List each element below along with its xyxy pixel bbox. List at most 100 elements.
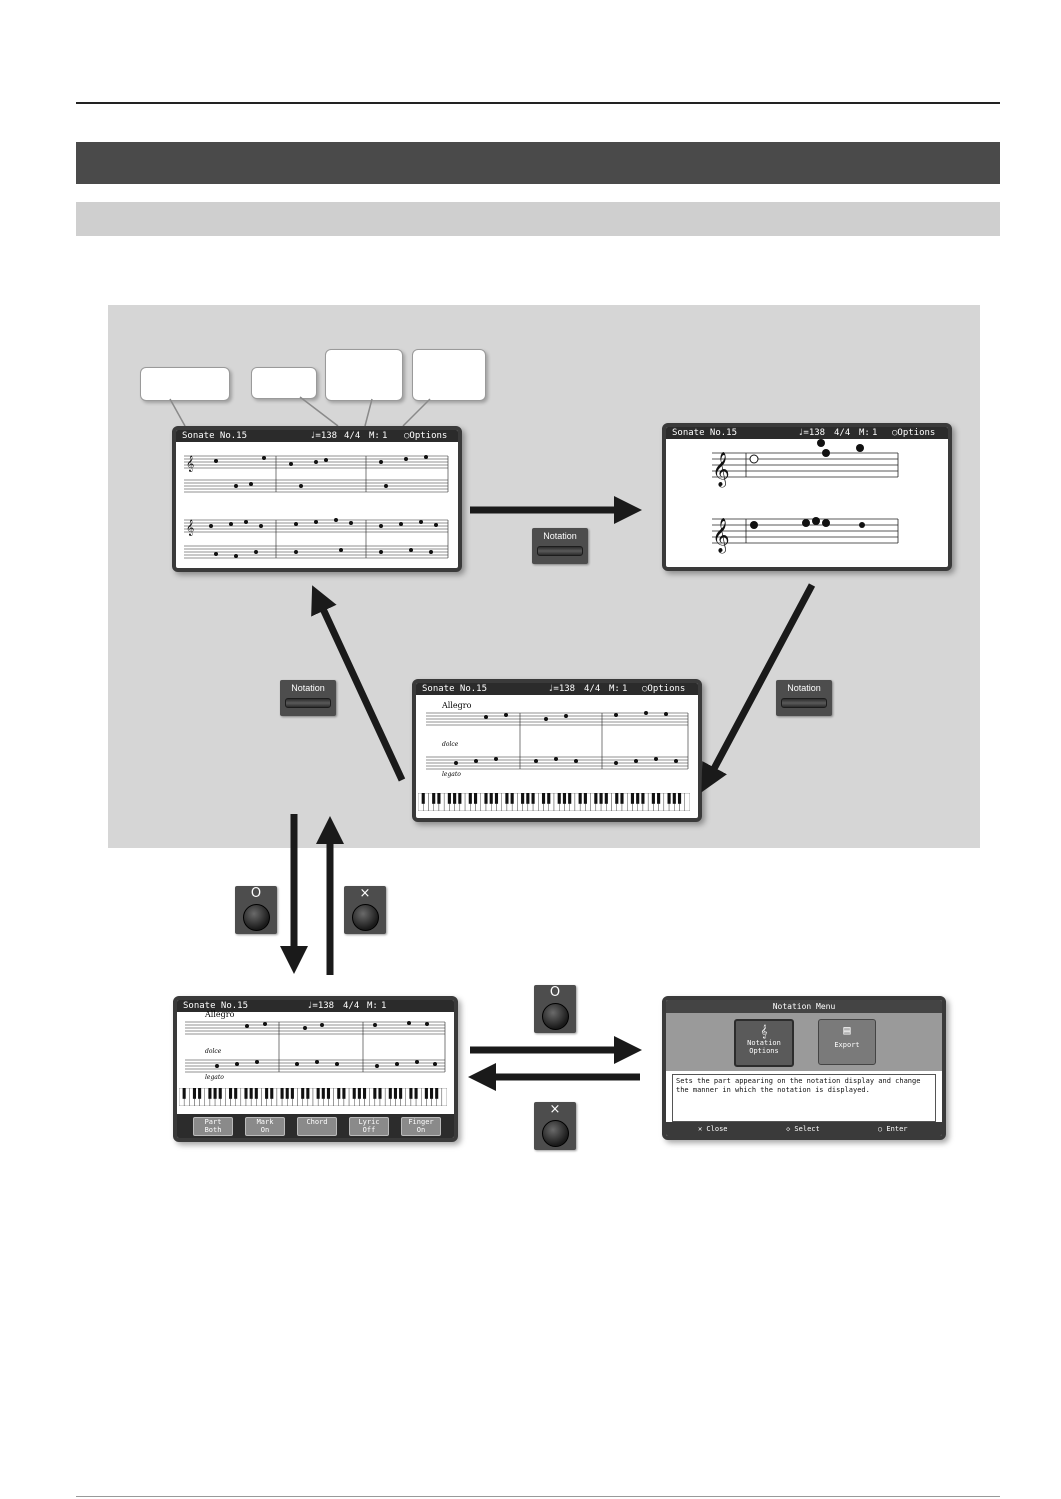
button-knob xyxy=(542,1003,569,1030)
measure-label: M: xyxy=(369,431,380,441)
black-key xyxy=(234,1088,238,1099)
button-knob xyxy=(542,1120,569,1147)
expression-marking: legato xyxy=(442,771,461,778)
options-label: Options xyxy=(409,431,448,441)
time-signature-readout: 4/4 xyxy=(343,1001,360,1011)
black-key xyxy=(414,1088,418,1099)
black-key xyxy=(657,793,661,804)
black-key xyxy=(388,1088,392,1099)
black-key xyxy=(213,1088,217,1099)
black-key xyxy=(373,1088,377,1099)
subsection-title-bar xyxy=(76,202,1000,236)
black-key xyxy=(362,1088,367,1099)
black-key xyxy=(306,1088,310,1099)
black-key xyxy=(429,1088,434,1099)
black-key xyxy=(521,793,525,804)
tab-chord[interactable]: Chord xyxy=(297,1117,337,1136)
black-key xyxy=(458,793,462,804)
black-key xyxy=(421,793,425,804)
notation-screen-grand-staff: Sonate No.15 ♩=138 4/4 M: 1 ○Options 𝄞 𝄞 xyxy=(172,426,462,572)
options-indicator: ○Options xyxy=(892,428,936,438)
notation-button[interactable]: Notation xyxy=(532,528,588,564)
black-key xyxy=(337,1088,341,1099)
notation-menu-screen: Notation Menu 𝄞 Notation Options ▤ Expor… xyxy=(662,996,946,1140)
grand-staff-score: 𝄞 𝄞 xyxy=(184,455,449,559)
button-knob xyxy=(243,904,270,931)
keyboard-display xyxy=(179,1088,447,1106)
options-label: Options xyxy=(897,428,936,438)
black-key xyxy=(399,1088,403,1099)
keyboard-staff-score xyxy=(426,711,689,770)
callout-measure xyxy=(412,349,486,401)
notation-button[interactable]: Notation xyxy=(776,680,832,716)
callout-song-title xyxy=(140,367,230,401)
black-key xyxy=(270,1088,274,1099)
arrow-to-grand-staff-screen xyxy=(311,585,406,782)
black-key xyxy=(468,793,472,804)
black-key xyxy=(342,1088,346,1099)
black-key xyxy=(208,1088,212,1099)
measure-number: 1 xyxy=(872,428,878,438)
black-key xyxy=(484,793,488,804)
black-key xyxy=(357,1088,361,1099)
black-key xyxy=(182,1088,186,1099)
black-key xyxy=(583,793,587,804)
circle-button[interactable]: O xyxy=(235,886,277,934)
black-key xyxy=(541,793,546,804)
black-key xyxy=(378,1088,382,1099)
black-key xyxy=(244,1088,248,1099)
black-key xyxy=(547,793,551,804)
black-key xyxy=(620,793,624,804)
black-key xyxy=(568,793,572,804)
menu-description: Sets the part appearing on the notation … xyxy=(672,1074,936,1122)
black-key xyxy=(604,793,608,804)
black-key xyxy=(352,1088,356,1099)
song-title: Sonate No.15 xyxy=(182,431,248,441)
black-key xyxy=(285,1088,289,1099)
cross-button[interactable]: × xyxy=(534,1102,576,1150)
black-key xyxy=(290,1088,294,1099)
black-key xyxy=(526,793,530,804)
tempo-readout: ♩=138 xyxy=(798,428,826,438)
circle-button[interactable]: O xyxy=(534,985,576,1033)
callout-time-signature xyxy=(325,349,403,401)
song-title: Sonate No.15 xyxy=(183,1001,249,1011)
options-label: Options xyxy=(647,684,686,694)
black-key xyxy=(578,793,582,804)
zoom-staff-score: 𝄞 𝄞 xyxy=(712,439,899,554)
footer-rule xyxy=(76,1496,1000,1497)
measure-number: 1 xyxy=(382,431,388,441)
screen-status-bar: Sonate No.15 ♩=138 4/4 M: 1 ○Options xyxy=(416,683,698,695)
black-key xyxy=(557,793,561,804)
notation-button[interactable]: Notation xyxy=(280,680,336,716)
measure-label: M: xyxy=(609,684,620,694)
black-key xyxy=(192,1088,197,1099)
measure-number: 1 xyxy=(381,1001,387,1011)
black-key xyxy=(677,793,682,804)
tempo-marking: Allegro xyxy=(205,1010,235,1019)
black-key xyxy=(437,793,441,804)
circle-icon: O xyxy=(250,886,262,901)
black-key xyxy=(316,1088,320,1099)
black-key xyxy=(393,1088,398,1099)
select-hint: ◇ Select xyxy=(786,1125,820,1133)
black-key xyxy=(424,1088,428,1099)
tempo-readout: ♩=138 xyxy=(548,684,576,694)
black-key xyxy=(301,1088,305,1099)
svg-text:𝄞: 𝄞 xyxy=(712,452,730,488)
section-title-bar xyxy=(76,142,1000,184)
export-icon[interactable]: ▤ Export xyxy=(818,1019,876,1065)
cross-button[interactable]: × xyxy=(344,886,386,934)
svg-text:𝄞: 𝄞 xyxy=(186,520,194,536)
notation-options-icon[interactable]: 𝄞 Notation Options xyxy=(734,1019,794,1067)
black-key xyxy=(667,793,671,804)
measure-label: M: xyxy=(367,1001,378,1011)
black-key xyxy=(510,793,514,804)
black-key xyxy=(630,793,635,804)
time-signature-readout: 4/4 xyxy=(584,684,601,694)
